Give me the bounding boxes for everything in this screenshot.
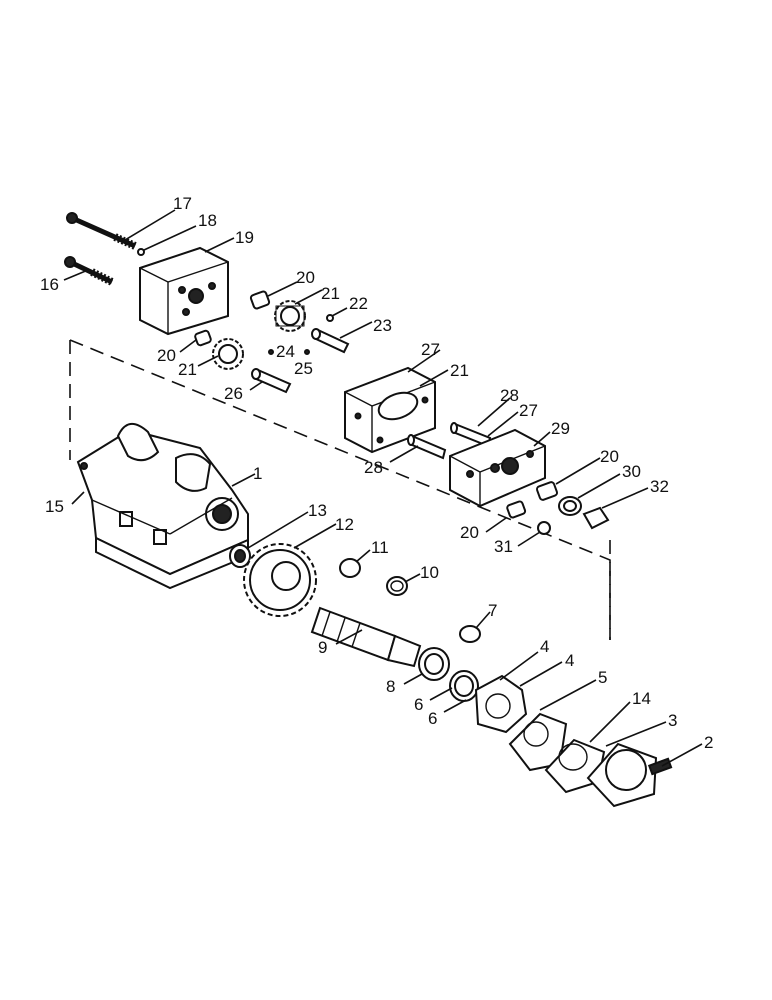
callout-label: 31 xyxy=(494,537,513,556)
callout-label: 20 xyxy=(600,447,619,466)
pump-gear-part xyxy=(212,338,244,370)
callout-label: 19 xyxy=(235,228,254,247)
callout-label: 6 xyxy=(428,709,437,728)
roller-bearing-part xyxy=(418,647,450,681)
callout-label: 20 xyxy=(296,268,315,287)
leader-lines xyxy=(63,209,703,767)
callout-label: 5 xyxy=(598,668,607,687)
drive-gear-part xyxy=(243,543,317,617)
callout-label: 3 xyxy=(668,711,677,730)
callout-label: 24 xyxy=(276,342,295,361)
callout-label: 2 xyxy=(704,733,713,752)
callout-label: 21 xyxy=(321,284,340,303)
callout-label: 6 xyxy=(414,695,423,714)
snap-ring-part xyxy=(339,558,361,578)
seal-ring-part xyxy=(558,496,582,516)
callout-label: 26 xyxy=(224,384,243,403)
idler-shaft-part xyxy=(251,368,292,394)
callout-label: 7 xyxy=(488,601,497,620)
dowel-pin-part xyxy=(450,422,492,448)
callout-label: 29 xyxy=(551,419,570,438)
check-ball-part xyxy=(537,521,551,535)
callout-label: 9 xyxy=(318,638,327,657)
thrust-washer-part xyxy=(449,670,479,702)
callout-label: 17 xyxy=(173,194,192,213)
bushing-part xyxy=(535,481,559,501)
callout-label: 21 xyxy=(450,361,469,380)
callout-label: 21 xyxy=(178,360,197,379)
gear-housing-part xyxy=(76,423,249,590)
callout-label: 22 xyxy=(349,294,368,313)
end-cap-part xyxy=(586,742,658,808)
callout-label: 4 xyxy=(540,637,549,656)
washer-part xyxy=(137,248,145,256)
small-pin-part xyxy=(268,349,274,355)
callout-label: 20 xyxy=(157,346,176,365)
spacer-plate-part xyxy=(508,712,568,772)
callout-label: 14 xyxy=(632,689,651,708)
bushing-part xyxy=(506,500,527,519)
callout-label: 13 xyxy=(308,501,327,520)
splined-shaft-part xyxy=(310,606,422,668)
callout-label: 28 xyxy=(500,386,519,405)
retaining-ring-part xyxy=(386,576,408,596)
assembly-guide-line xyxy=(69,339,611,640)
callout-label: 27 xyxy=(519,401,538,420)
callout-label: 10 xyxy=(420,563,439,582)
pump-cover-part xyxy=(139,246,229,336)
callout-label: 30 xyxy=(622,462,641,481)
callout-label: 11 xyxy=(371,538,389,557)
callout-label: 15 xyxy=(45,497,64,516)
callout-label: 8 xyxy=(386,677,395,696)
plug-part xyxy=(582,506,610,530)
callout-labels: 17 18 19 16 20 21 22 23 20 21 24 25 26 2… xyxy=(40,194,713,752)
gear-shaft-part xyxy=(311,328,350,354)
pump-gear-part xyxy=(274,300,306,332)
short-bolt-part xyxy=(64,256,114,286)
cap-screw-part xyxy=(647,757,673,776)
o-ring-part xyxy=(459,625,481,643)
small-key-part xyxy=(304,349,310,355)
callout-label: 1 xyxy=(253,464,262,483)
callout-label: 12 xyxy=(335,515,354,534)
callout-label: 32 xyxy=(650,477,669,496)
gasket-part xyxy=(474,674,528,734)
end-plate-part xyxy=(449,428,546,508)
bushing-part xyxy=(249,290,271,310)
callout-label: 16 xyxy=(40,275,59,294)
callout-label: 18 xyxy=(198,211,217,230)
callout-label: 20 xyxy=(460,523,479,542)
long-bolt-part xyxy=(66,212,137,250)
needle-bearing-part xyxy=(229,544,251,568)
callout-label: 25 xyxy=(294,359,313,378)
callout-label: 28 xyxy=(364,458,383,477)
callout-label: 23 xyxy=(373,316,392,335)
gear-plate-part xyxy=(344,366,436,454)
callout-label: 4 xyxy=(565,651,574,670)
callout-label: 27 xyxy=(421,340,440,359)
dowel-pin-part xyxy=(407,434,447,460)
bushing-part xyxy=(194,329,212,347)
small-ring-part xyxy=(326,314,334,322)
